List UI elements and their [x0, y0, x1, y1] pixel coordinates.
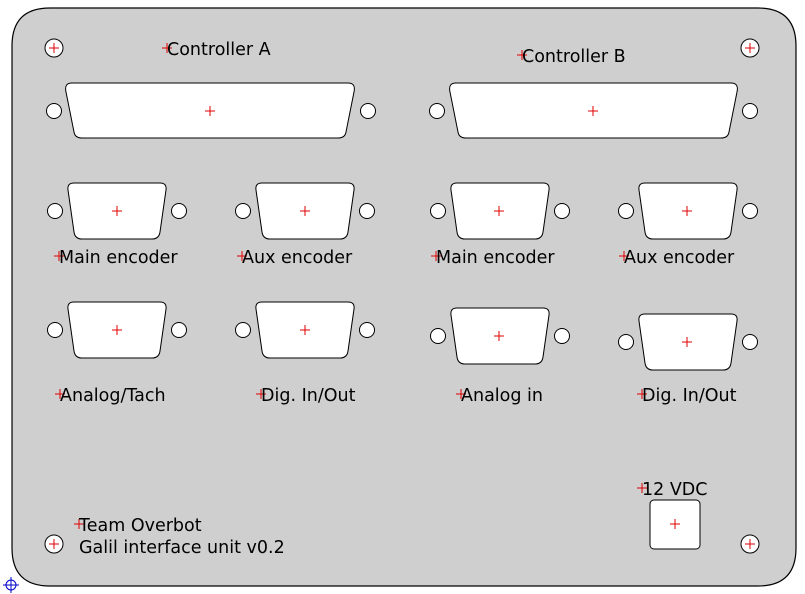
power-label: 12 VDC — [642, 480, 708, 500]
controller-a-analog-connector — [47, 301, 187, 359]
origin-crosshair-icon — [3, 577, 19, 593]
controller-b-digital-label: Dig. In/Out — [642, 386, 737, 406]
controller-b-aux-encoder-label: Aux encoder — [624, 248, 735, 268]
controller-a-main-encoder-connector — [47, 182, 187, 240]
power-jack-12vdc — [649, 499, 701, 550]
controller-a-aux-encoder-label: Aux encoder — [242, 248, 353, 268]
team-label: Team Overbot — [78, 516, 202, 536]
controller-a-db25-connector — [46, 82, 376, 139]
mounting-hole-top-left — [44, 38, 64, 58]
controller-a-main-encoder-label: Main encoder — [59, 248, 178, 268]
mounting-hole-bottom-left — [44, 534, 64, 554]
controller-a-title: Controller A — [167, 40, 271, 60]
controller-b-db25-connector — [429, 82, 758, 139]
controller-b-title: Controller B — [522, 47, 626, 67]
label-anchor-markers — [54, 43, 647, 529]
controller-b-main-encoder-connector — [430, 182, 570, 240]
controller-b-main-encoder-label: Main encoder — [436, 248, 555, 268]
mounting-hole-top-right — [740, 38, 760, 58]
controller-a-digital-connector — [235, 301, 375, 359]
panel-outline — [11, 7, 797, 587]
mounting-hole-bottom-right — [740, 534, 760, 554]
controller-a-analog-label: Analog/Tach — [60, 386, 166, 406]
controller-b-digital-connector — [618, 313, 758, 371]
unit-version-label: Galil interface unit v0.2 — [79, 538, 285, 558]
controller-a-digital-label: Dig. In/Out — [261, 386, 356, 406]
controller-a-aux-encoder-connector — [235, 182, 375, 240]
controller-b-analog-connector — [430, 307, 570, 365]
controller-b-aux-encoder-connector — [618, 182, 758, 240]
controller-b-analog-label: Analog in — [461, 386, 543, 406]
